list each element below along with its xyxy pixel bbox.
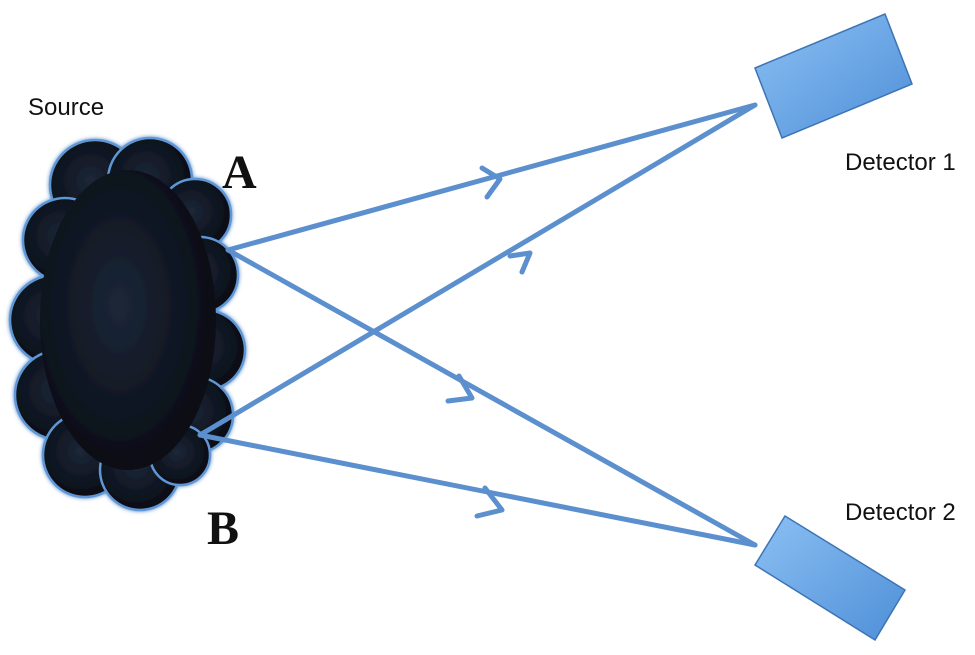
arrow-icon: [445, 373, 475, 404]
arrow-icon: [474, 485, 505, 519]
arrow-icon: [507, 250, 533, 275]
beam-a-detector-1: [225, 102, 758, 253]
beam-b-detector-2: [197, 432, 758, 548]
detector-2-label: Detector 2: [845, 499, 956, 526]
arrow-icon: [479, 165, 503, 200]
beam-a-detector-2: [225, 247, 758, 548]
point-b-label: B: [207, 502, 239, 555]
detector-1-label: Detector 1: [845, 149, 956, 176]
detector-box-icon: [754, 13, 913, 139]
beam-paths: [197, 102, 758, 548]
detector-box-icon: [753, 514, 907, 642]
source-cloud-icon: [8, 136, 247, 512]
source-label: Source: [28, 94, 104, 121]
beam-b-detector-1: [197, 102, 758, 438]
point-a-label: A: [222, 146, 257, 199]
arrowheads: [445, 165, 533, 519]
